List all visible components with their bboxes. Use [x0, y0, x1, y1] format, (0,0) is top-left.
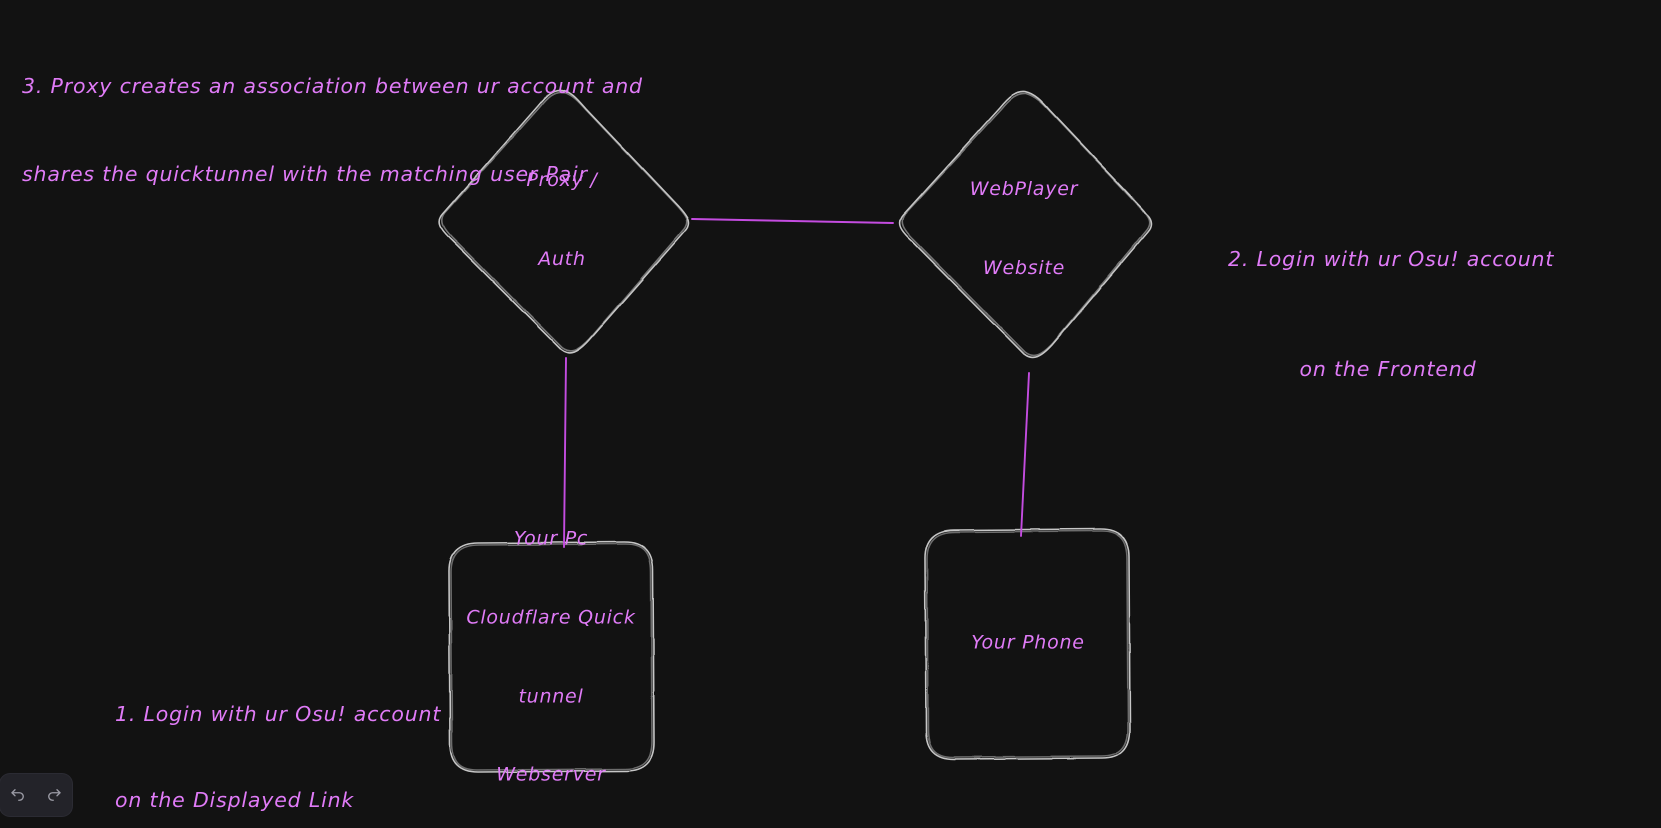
- connector-webplayer-to-your-phone[interactable]: [1020, 372, 1030, 537]
- connector-proxy-to-webplayer[interactable]: [691, 218, 894, 224]
- node-webplayer-website-label-line-2: Website: [982, 257, 1066, 280]
- node-webplayer-website-label-line-1: WebPlayer: [969, 178, 1079, 201]
- annotation-step-1[interactable]: 1. Login with ur Osu! account on the Dis…: [115, 643, 441, 828]
- node-your-pc-label-line-2: Cloudflare Quick: [466, 606, 636, 629]
- undo-icon: [11, 789, 24, 801]
- node-your-pc-label-line-4: Webserver: [496, 763, 606, 786]
- node-your-phone-label-line-1: Your Phone: [971, 631, 1085, 654]
- annotation-step-2[interactable]: 2. Login with ur Osu! account on the Fro…: [1228, 167, 1555, 462]
- node-your-pc-label: Your Pc Cloudflare Quick tunnel Webserve…: [446, 473, 656, 828]
- annotation-step-3-line-2: shares the quicktunnel with the matching…: [22, 161, 588, 186]
- node-your-pc-label-line-1: Your Pc: [513, 527, 589, 550]
- history-toolbar[interactable]: [0, 774, 72, 816]
- node-your-pc-label-line-3: tunnel: [518, 685, 584, 708]
- node-proxy-auth-label-line-1: Proxy /: [526, 169, 598, 192]
- annotation-step-3[interactable]: 3. Proxy creates an association between …: [22, 14, 643, 247]
- node-proxy-auth-label: Proxy / Auth: [432, 115, 692, 325]
- annotation-step-3-line-1: 3. Proxy creates an association between …: [22, 74, 643, 99]
- annotation-step-2-line-2: on the Frontend: [1299, 357, 1477, 382]
- annotation-step-1-line-1: 1. Login with ur Osu! account: [115, 702, 442, 727]
- undo-button[interactable]: [5, 782, 31, 808]
- node-proxy-auth-label-line-2: Auth: [538, 248, 586, 271]
- redo-button[interactable]: [41, 782, 67, 808]
- redo-icon: [48, 789, 61, 801]
- annotation-step-2-line-1: 2. Login with ur Osu! account: [1228, 246, 1555, 271]
- annotation-step-1-line-2: on the Displayed Link: [115, 788, 355, 813]
- node-webplayer-website-label: WebPlayer Website: [894, 124, 1154, 334]
- node-your-phone-label: Your Phone: [898, 577, 1158, 708]
